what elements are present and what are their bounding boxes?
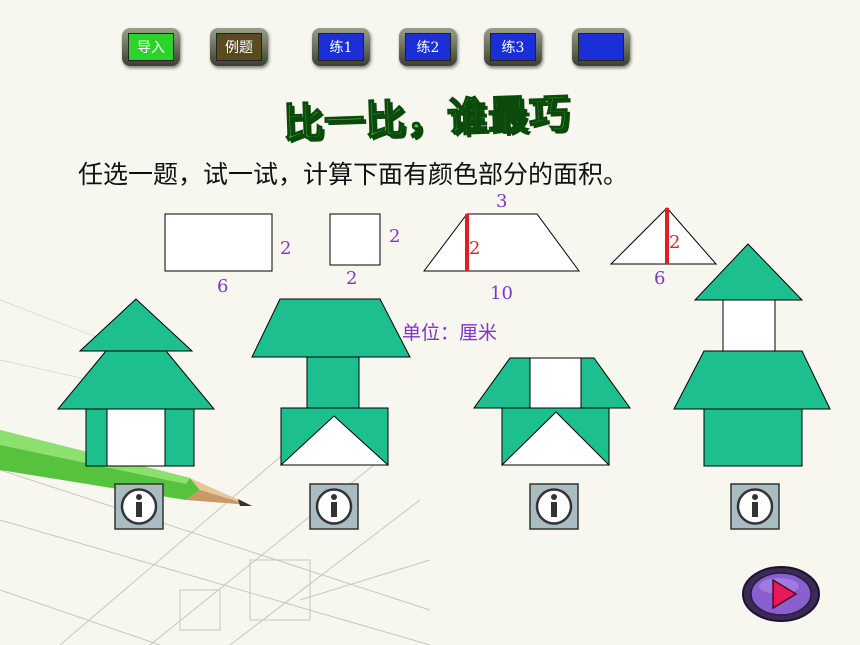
trapezoid-top-label: 3 [496, 191, 508, 212]
nav-button-intro[interactable]: 导入 [122, 28, 180, 66]
nav-button-practice-2-face: 练2 [405, 33, 451, 61]
trapezoid-bottom-label: 10 [490, 283, 513, 304]
figure-2 [251, 298, 411, 466]
reference-triangle [609, 207, 718, 265]
triangle-height-label: 2 [669, 232, 681, 253]
nav-button-intro-face: 导入 [128, 33, 174, 61]
nav-button-example-face: 例题 [216, 33, 262, 61]
figure-4 [673, 243, 831, 467]
figure-1 [56, 298, 216, 467]
square-side-bottom-label: 2 [346, 268, 358, 289]
nav-button-practice-1[interactable]: 练1 [312, 28, 370, 66]
nav-button-practice-3-face: 练3 [490, 33, 536, 61]
reference-trapezoid [422, 213, 580, 272]
square-side-right-label: 2 [389, 226, 401, 247]
trapezoid-height-label: 2 [469, 238, 481, 259]
info-button-2[interactable] [309, 483, 359, 530]
rectangle-width-label: 6 [217, 276, 229, 297]
triangle-base-label: 6 [654, 268, 666, 289]
rectangle-height-label: 2 [280, 238, 292, 259]
nav-button-practice-2[interactable]: 练2 [399, 28, 457, 66]
nav-button-practice-3[interactable]: 练3 [484, 28, 542, 66]
figure-3 [473, 357, 631, 466]
nav-button-blank[interactable] [572, 28, 630, 66]
info-button-1[interactable] [114, 483, 164, 530]
nav-button-example[interactable]: 例题 [210, 28, 268, 66]
nav-button-practice-1-face: 练1 [318, 33, 364, 61]
unit-label: 单位：厘米 [402, 322, 498, 344]
info-button-4[interactable] [730, 483, 780, 530]
play-icon[interactable] [741, 565, 821, 623]
nav-button-blank-face [578, 33, 624, 61]
instruction-text: 任选一题，试一试，计算下面有颜色部分的面积。 [78, 160, 629, 189]
info-button-3[interactable] [529, 483, 579, 530]
reference-square [329, 213, 381, 266]
reference-rectangle [164, 213, 273, 272]
